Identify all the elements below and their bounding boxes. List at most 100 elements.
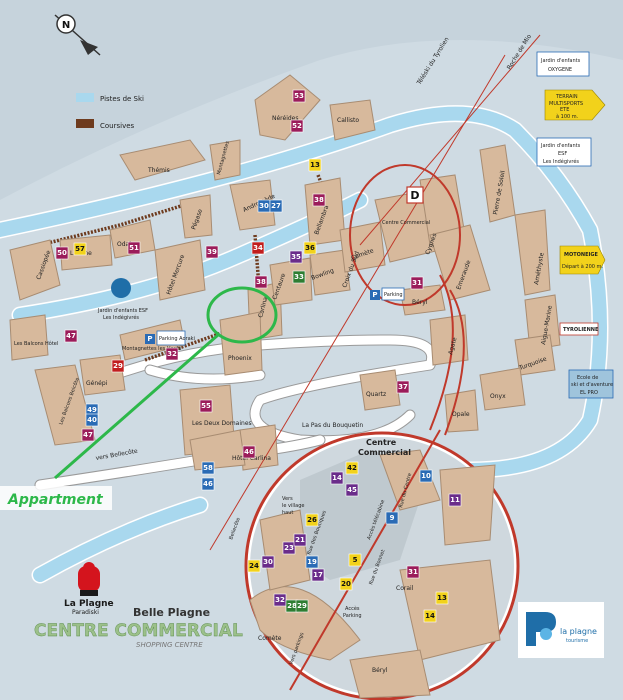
map-marker-label-51: 51	[129, 244, 139, 252]
label-agate: Agate	[447, 336, 458, 355]
inset-marker-label-20: 20	[341, 580, 351, 588]
sign-terrain-2: MULTISPORTS	[549, 101, 583, 107]
sign-jardin-oxygene: Jardin d'enfants OXYGENE	[536, 51, 590, 77]
inset-marker-label-28: 28	[287, 602, 297, 610]
map-marker-label-57: 57	[75, 245, 85, 253]
inset-marker-45	[345, 483, 359, 497]
inset-marker-label-29: 29	[297, 602, 307, 610]
centre-commercial-circle	[349, 164, 461, 306]
map-marker-40	[85, 413, 99, 427]
sign-esf-3: Les Indégivrés	[543, 158, 579, 165]
inset-marker-21	[293, 533, 307, 547]
branding-titles: Belle Plagne CENTRE COMMERCIAL SHOPPING …	[34, 606, 243, 649]
inset-marker-label-42: 42	[347, 464, 357, 472]
map-marker-51	[127, 241, 141, 255]
tourism-logo: la plagne tourisme	[518, 602, 604, 658]
la-plagne-logo: La Plagne Paradiski	[64, 562, 114, 616]
sign-ecole: Ecole de ski et d'aventure EL PRO	[568, 369, 614, 399]
label-la-pas-du-bouquetin: La Pas du Bouquetin	[302, 422, 363, 429]
map-marker-32	[165, 347, 179, 361]
centre-commercial-title: CENTRE COMMERCIAL	[34, 621, 243, 641]
map-marker-label-40: 40	[87, 416, 97, 424]
label-les-balcons-hotel: Les Balcons Hôtel	[14, 340, 58, 347]
parking-centre: P Parking	[370, 287, 405, 301]
compass: N	[54, 14, 101, 56]
inset-marker-19	[305, 555, 319, 569]
map-marker-label-34: 34	[253, 244, 263, 252]
inset-marker-20	[339, 577, 353, 591]
inset-marker-26	[305, 513, 319, 527]
tourism-logo-text: la plagne	[560, 627, 597, 636]
inset-acces-parking-1: Accès	[345, 605, 360, 612]
map-marker-38	[312, 193, 326, 207]
label-beryl: Béryl	[412, 299, 428, 306]
legend-pistes: Pistes de Ski	[100, 95, 144, 103]
sign-terrain: TERRAIN MULTISPORTS ETE à 100 m.	[544, 89, 606, 121]
sign-tyrolienne-text: TYROLIENNE	[563, 327, 599, 333]
sign-jardin-title: Jardin d'enfants	[540, 58, 581, 64]
compass-letter: N	[62, 20, 70, 31]
legend: Pistes de Ski Coursives	[76, 93, 144, 130]
legend-coursives: Coursives	[100, 122, 135, 130]
label-centre-commercial: Centre Commercial	[382, 220, 430, 226]
d-marker-letter: D	[410, 189, 419, 202]
map-marker-47	[81, 428, 95, 442]
belle-plagne-title: Belle Plagne	[133, 606, 210, 619]
sign-ecole-3: EL PRO	[580, 390, 598, 396]
map-marker-label-46: 46	[203, 480, 213, 488]
inset-marker-label-11: 11	[450, 496, 460, 504]
map-marker-46	[242, 445, 256, 459]
inset-marker-label-19: 19	[307, 558, 317, 566]
inset-marker-label-14: 14	[332, 474, 342, 482]
d-marker: D	[406, 186, 424, 204]
map-marker-36	[303, 241, 317, 255]
map-marker-label-50: 50	[57, 249, 67, 257]
inset-marker-label-45: 45	[347, 486, 357, 494]
inset-marker-label-13: 13	[437, 594, 447, 602]
map-marker-33	[292, 270, 306, 284]
inset-marker-label-9: 9	[390, 514, 395, 522]
map-marker-label-31: 31	[412, 279, 422, 287]
inset-marker-label-24: 24	[249, 562, 259, 570]
inset-comete: Comète	[258, 635, 282, 642]
map-marker-31	[410, 276, 424, 290]
label-nereides: Néréides	[272, 115, 299, 122]
map-marker-label-35: 35	[291, 253, 301, 261]
inset-marker-label-5: 5	[353, 556, 358, 564]
sign-esf: Jardin d'enfants ESF Les Indégivrés	[536, 137, 592, 167]
sign-jardin-name: OXYGENE	[548, 67, 572, 73]
map-marker-38	[254, 275, 268, 289]
sign-motoneige: MOTONEIGE Départ à 200 m.	[559, 245, 606, 275]
map-marker-37	[396, 380, 410, 394]
inset-marker-label-26: 26	[307, 516, 317, 524]
parking-aoraki: P Parking Aoraki	[145, 330, 195, 346]
inset-village-1: Vers	[282, 496, 293, 502]
inset-village-2: le village	[282, 503, 305, 509]
label-onyx: Onyx	[490, 393, 506, 400]
inset-marker-14	[423, 609, 437, 623]
inset-marker-label-31: 31	[408, 568, 418, 576]
inset-marker-29	[295, 599, 309, 613]
label-themis: Thémis	[147, 167, 170, 174]
appartment-label: Appartment	[7, 492, 104, 508]
label-hotel-carlina: Hôtel Carlina	[232, 455, 271, 462]
map-marker-label-38: 38	[256, 278, 266, 286]
inset-marker-label-21: 21	[295, 536, 305, 544]
label-phoenix: Phoenix	[228, 355, 252, 362]
inset-marker-label-17: 17	[313, 571, 323, 579]
tourism-logo-sub: tourisme	[566, 638, 588, 644]
label-callisto: Callisto	[337, 117, 359, 124]
la-plagne-sub: Paradiski	[72, 609, 99, 616]
sign-ecole-1: Ecole de	[577, 375, 598, 381]
inset-marker-label-32: 32	[275, 596, 285, 604]
inset-marker-42	[345, 461, 359, 475]
label-les-deux-domaines: Les Deux Domaines	[192, 420, 252, 427]
map-marker-29	[111, 359, 125, 373]
roche-mio-line	[359, 34, 541, 246]
map-marker-label-36: 36	[305, 244, 315, 252]
map-marker-label-49: 49	[87, 406, 97, 414]
inset-marker-30	[261, 555, 275, 569]
compass-icon	[56, 14, 76, 34]
shopping-centre-subtitle: SHOPPING CENTRE	[136, 641, 203, 649]
